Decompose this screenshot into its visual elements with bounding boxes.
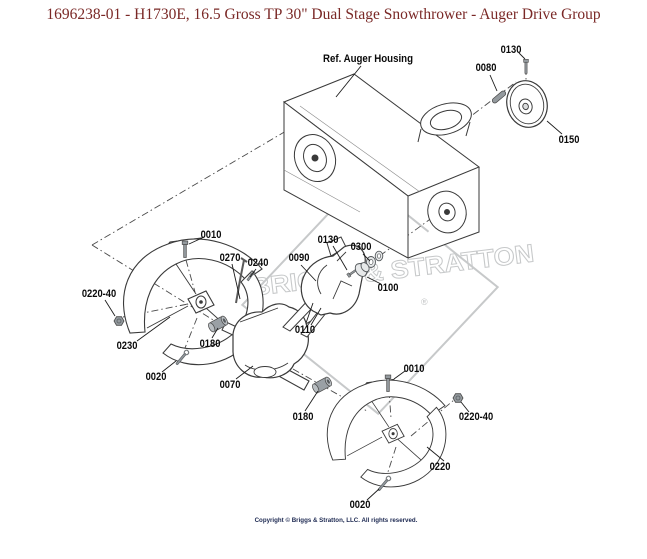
page-title: 1696238-01 - H1730E, 16.5 Gross TP 30" D… [46,6,601,23]
nut-0220-40-right [452,393,464,403]
pulley-drawing [506,80,548,128]
hardware-parts [113,59,529,493]
callout-0230-left-auger: 0230 [116,340,138,352]
callout-0180-bottom-bushing: 0180 [292,411,314,423]
bolt-0130-top [523,59,529,74]
callout-0010-bottom-bolt: 0010 [403,363,425,375]
callout-0090-bracket: 0090 [288,252,310,264]
right-auger-drawing [326,378,447,488]
key-0080 [491,90,507,104]
callout-0300-washers: 0300 [350,241,372,253]
callout-leader-lines [104,52,563,501]
callout-0010-left-bolt: 0010 [200,229,222,241]
callout-0220-40-right-nut: 0220-40 [458,411,494,423]
rod-0270-head [240,257,248,263]
callout-0180-left-bushing: 0180 [199,338,221,350]
callout-0100-flange: 0100 [377,282,399,294]
bearing-bracket-drawing [282,236,366,338]
bushing-0180-bottom [310,375,334,395]
callout-0080-key: 0080 [475,62,497,74]
callout-0130-mid-bolt: 0130 [317,234,339,246]
rod-0270 [235,259,245,304]
nut-0220-40-left [113,316,125,326]
ref-auger-housing-label: Ref. Auger Housing [323,53,413,65]
registered-trademark-icon: ® [421,297,428,307]
callout-0270-rod: 0270 [219,252,241,264]
callout-0150-pulley: 0150 [558,134,580,146]
flange-bearing-0100 [354,262,370,277]
callout-0020-bottom-pin: 0020 [349,499,371,511]
callout-0240-clip: 0240 [247,257,269,269]
copyright-line: Copyright © Briggs & Stratton, LLC. All … [254,517,418,524]
callout-0130-pulley-bolt: 0130 [500,44,522,56]
auger-housing-drawing [282,73,481,259]
callout-0220-40-left-nut: 0220-40 [81,288,117,300]
callout-0220-right-auger: 0220 [429,461,451,473]
callout-0110-shaft: 0110 [294,324,316,336]
callout-0020-left-pin: 0020 [145,371,167,383]
callout-0070-gearbox: 0070 [219,379,241,391]
